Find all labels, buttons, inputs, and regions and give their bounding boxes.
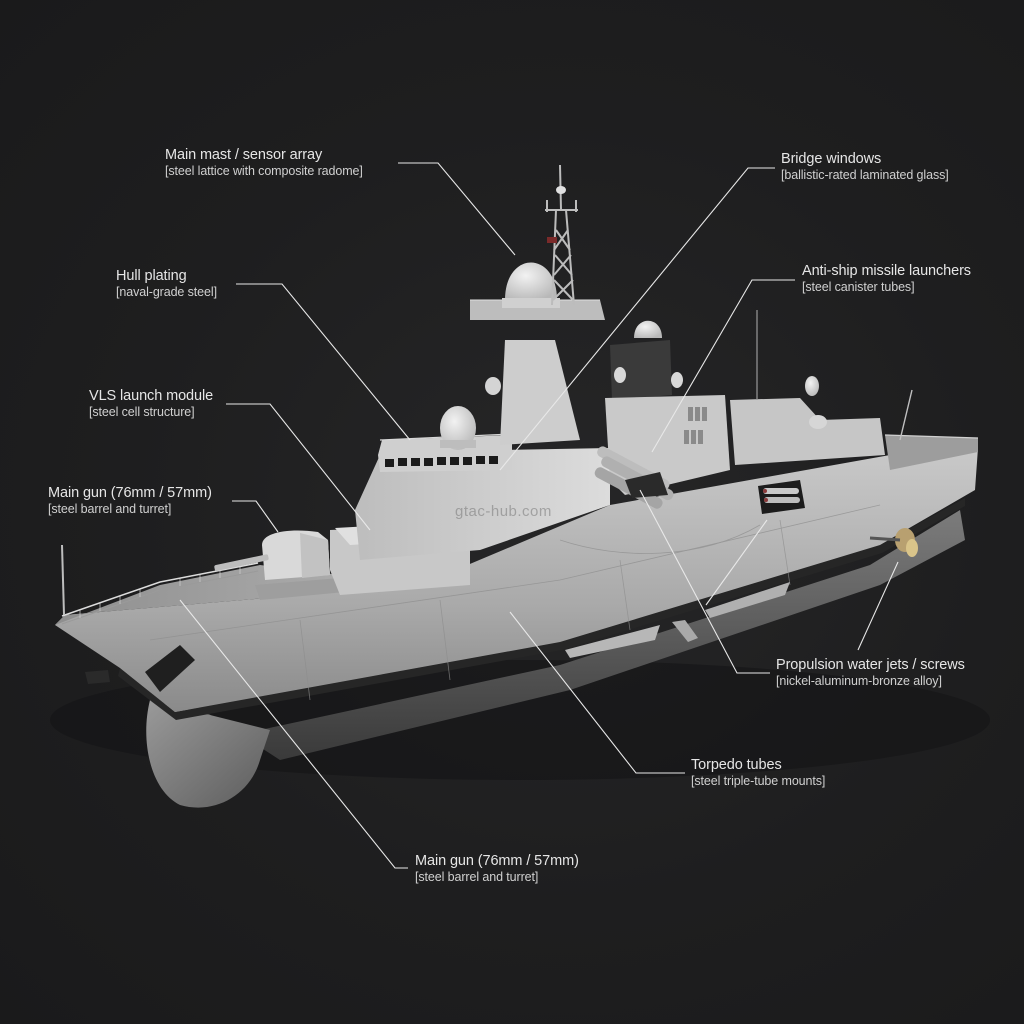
callout-material: [steel triple-tube mounts] [691, 773, 826, 788]
bridge-radome [440, 406, 476, 450]
callout-title: Hull plating [116, 268, 187, 284]
callout-material: [nickel-aluminum-bronze alloy] [776, 673, 942, 688]
callout-main-mast[interactable]: Main mast / sensor array [steel lattice … [165, 147, 363, 178]
watermark: gtac-hub.com [455, 503, 552, 520]
main-mast-tower [500, 340, 580, 445]
callout-title: Torpedo tubes [691, 757, 782, 773]
forward-superstructure [355, 448, 610, 560]
bridge-windows [385, 456, 498, 467]
propeller [869, 528, 918, 557]
main-radome [505, 262, 557, 300]
callout-title: VLS launch module [89, 388, 214, 404]
callout-material: [steel lattice with composite radome] [165, 163, 363, 178]
sat-dish [485, 377, 501, 395]
mast-flag [547, 237, 557, 243]
callout-material: [steel canister tubes] [802, 279, 915, 294]
callout-title: Bridge windows [781, 151, 882, 167]
callout-bridge-windows[interactable]: Bridge windows [ballistic-rated laminate… [781, 151, 949, 182]
callout-main-gun-lower[interactable]: Main gun (76mm / 57mm) [steel barrel and… [415, 853, 579, 884]
callout-anti-ship-missiles[interactable]: Anti-ship missile launchers [steel canis… [802, 263, 971, 294]
callout-title: Anti-ship missile launchers [802, 263, 971, 279]
jack-staff [61, 544, 65, 616]
callout-torpedo-tubes[interactable]: Torpedo tubes [steel triple-tube mounts] [691, 757, 825, 788]
callout-main-gun-upper[interactable]: Main gun (76mm / 57mm) [steel barrel and… [48, 485, 212, 516]
callout-hull-plating[interactable]: Hull plating [naval-grade steel] [116, 268, 217, 299]
callout-title: Main gun (76mm / 57mm) [48, 485, 212, 501]
callout-title: Main mast / sensor array [165, 147, 323, 163]
flight-deck [885, 435, 978, 470]
torpedo-bay [758, 480, 805, 514]
callout-title: Main gun (76mm / 57mm) [415, 853, 579, 869]
callout-propulsion[interactable]: Propulsion water jets / screws [nickel-a… [776, 657, 965, 688]
bow-railing [61, 562, 259, 617]
callout-material: [steel barrel and turret] [48, 501, 172, 516]
callout-material: [steel cell structure] [89, 404, 195, 419]
callout-material: [naval-grade steel] [116, 284, 217, 299]
callout-material: [steel barrel and turret] [415, 869, 539, 884]
main-gun-turret [214, 530, 345, 600]
callout-material: [ballistic-rated laminated glass] [781, 167, 949, 182]
aft-superstructure [730, 398, 885, 465]
callout-title: Propulsion water jets / screws [776, 657, 965, 673]
callout-vls-module[interactable]: VLS launch module [steel cell structure] [89, 388, 213, 419]
